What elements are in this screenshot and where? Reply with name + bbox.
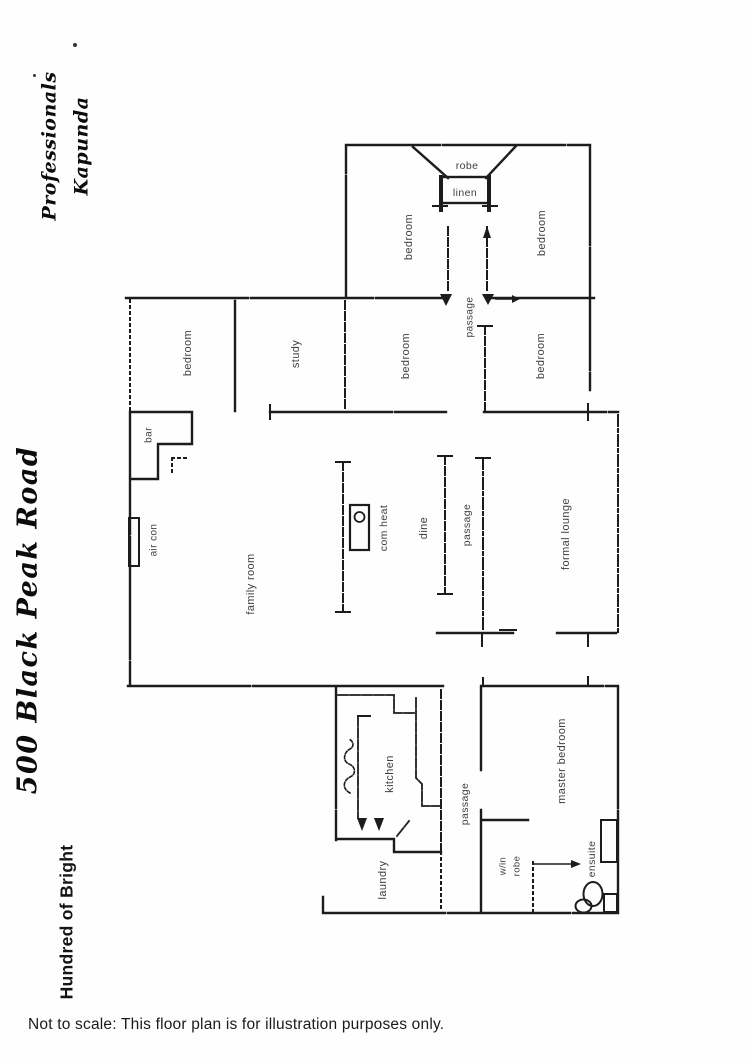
walls-dashdot xyxy=(482,414,619,633)
room-label-win-robe-line2: robe xyxy=(512,856,523,877)
door-arrow xyxy=(482,294,494,305)
room-label-study: study xyxy=(290,340,302,368)
door-arrow xyxy=(357,818,367,831)
door-arrow xyxy=(483,226,491,238)
disclaimer-text: Not to scale: This floor plan is for ill… xyxy=(28,1016,445,1033)
walls-dashed xyxy=(342,226,488,853)
door-arrow-lines xyxy=(495,298,572,865)
scan-speck xyxy=(33,74,36,77)
room-label-bedroom-top-right: bedroom xyxy=(536,210,548,256)
scan-speck xyxy=(73,43,77,47)
room-label-family-room: family room xyxy=(245,553,257,614)
door-arrow xyxy=(571,860,581,868)
ensuite-vanity xyxy=(600,819,618,863)
kitchen-scribble xyxy=(343,737,356,795)
room-labels: robe linen bedroom bedroom passage bedro… xyxy=(144,160,599,899)
ensuite-shower xyxy=(603,893,618,913)
floor-plan-walls xyxy=(124,143,620,915)
kitchen-bench-lines xyxy=(337,694,442,838)
door-arrow xyxy=(374,818,384,831)
linen-door-jambs xyxy=(439,175,491,212)
room-label-master-bedroom: master bedroom xyxy=(556,718,568,804)
walls-solid xyxy=(124,143,620,915)
walls-dotted xyxy=(129,299,534,914)
room-label-laundry: laundry xyxy=(377,860,389,899)
room-label-dine: dine xyxy=(418,517,430,539)
ensuite-toilet xyxy=(582,881,604,907)
room-label-linen: linen xyxy=(453,187,477,199)
door-arrow xyxy=(440,294,452,306)
room-label-passage-mid: passage xyxy=(461,504,473,547)
door-arrows xyxy=(357,226,581,868)
room-label-ensuite: ensuite xyxy=(586,841,598,878)
wall-ticks xyxy=(269,205,589,717)
room-label-bedroom-mid-center: bedroom xyxy=(400,333,412,379)
room-label-formal-lounge: formal lounge xyxy=(560,498,572,570)
room-label-bar: bar xyxy=(144,427,155,443)
door-arrow xyxy=(512,295,520,303)
ensuite-basin xyxy=(574,898,593,914)
room-label-bedroom-mid-left: bedroom xyxy=(182,330,194,376)
combustion-heater-flue xyxy=(353,511,366,523)
air-conditioner-unit xyxy=(128,517,140,567)
room-label-bedroom-top-left: bedroom xyxy=(403,214,415,260)
room-label-passage-bottom: passage xyxy=(459,783,471,826)
room-label-kitchen: kitchen xyxy=(384,755,396,793)
room-label-win-robe-line1: w/in xyxy=(498,857,509,877)
room-label-robe: robe xyxy=(456,160,479,172)
room-label-air-con: air con xyxy=(149,524,160,557)
room-label-com-heat: com heat xyxy=(378,505,390,551)
room-label-bedroom-mid-right: bedroom xyxy=(535,333,547,379)
combustion-heater-box xyxy=(348,503,371,552)
room-label-passage-top: passage xyxy=(465,297,476,338)
